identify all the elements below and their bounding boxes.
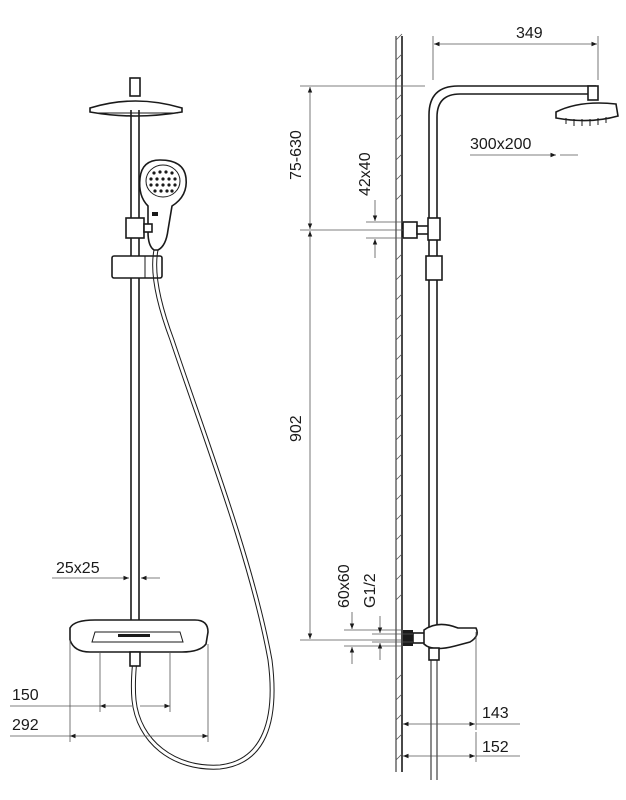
dim-arm-length: 349 xyxy=(432,25,599,80)
dim-label-pipe-section: 25x25 xyxy=(56,560,100,577)
dim-label-mixer-depth: 143 xyxy=(482,705,509,722)
shower-hose xyxy=(134,249,271,766)
dim-base-depth: 152 xyxy=(403,732,520,762)
dim-label-bracket-size: 42x40 xyxy=(357,152,374,196)
dim-label-height-adjust: 75-630 xyxy=(288,130,305,180)
dim-label-plate-size: 60x60 xyxy=(336,564,353,608)
dim-label-pipe-length: 902 xyxy=(288,415,305,442)
head-connector xyxy=(129,77,141,97)
dim-head-size: 300x200 xyxy=(470,136,578,158)
overhead-shower-head xyxy=(89,100,183,117)
dim-mixer-depth: 143 xyxy=(403,632,520,730)
side-slider xyxy=(425,255,443,281)
dim-label-head-size: 300x200 xyxy=(470,136,531,153)
dim-pipe-section: 25x25 xyxy=(52,560,160,581)
thermostatic-mixer xyxy=(69,619,209,667)
dim-label-thread: G1/2 xyxy=(362,573,379,608)
dim-label-mixer-width: 150 xyxy=(12,687,39,704)
dim-height-adjust: 75-630 xyxy=(288,85,425,231)
dim-bracket-size: 42x40 xyxy=(357,152,403,258)
slide-bracket xyxy=(111,255,163,279)
wall xyxy=(395,33,403,772)
side-riser-inner xyxy=(436,93,596,640)
dim-pipe-length: 902 xyxy=(288,231,403,641)
wall-bracket-top xyxy=(402,221,418,239)
side-head-connector xyxy=(587,85,599,101)
side-mixer xyxy=(403,623,478,661)
dim-thread: G1/2 xyxy=(362,573,413,660)
side-riser-outer xyxy=(428,85,596,640)
dim-plate-size: 60x60 xyxy=(336,564,403,664)
dim-label-base-depth: 152 xyxy=(482,739,509,756)
dim-mixer-width: 150 xyxy=(10,652,171,712)
spray-nozzles-icon xyxy=(149,170,177,193)
dim-label-arm-length: 349 xyxy=(516,25,543,42)
side-shower-head xyxy=(555,102,619,122)
side-view: 349 300x200 75-630 42x40 xyxy=(288,25,619,780)
hand-shower xyxy=(138,159,188,251)
dim-overall-width: 292 xyxy=(10,640,209,742)
hand-shower-holder xyxy=(125,217,145,239)
dim-label-overall-width: 292 xyxy=(12,717,39,734)
front-view: 25x25 150 292 xyxy=(10,77,275,770)
